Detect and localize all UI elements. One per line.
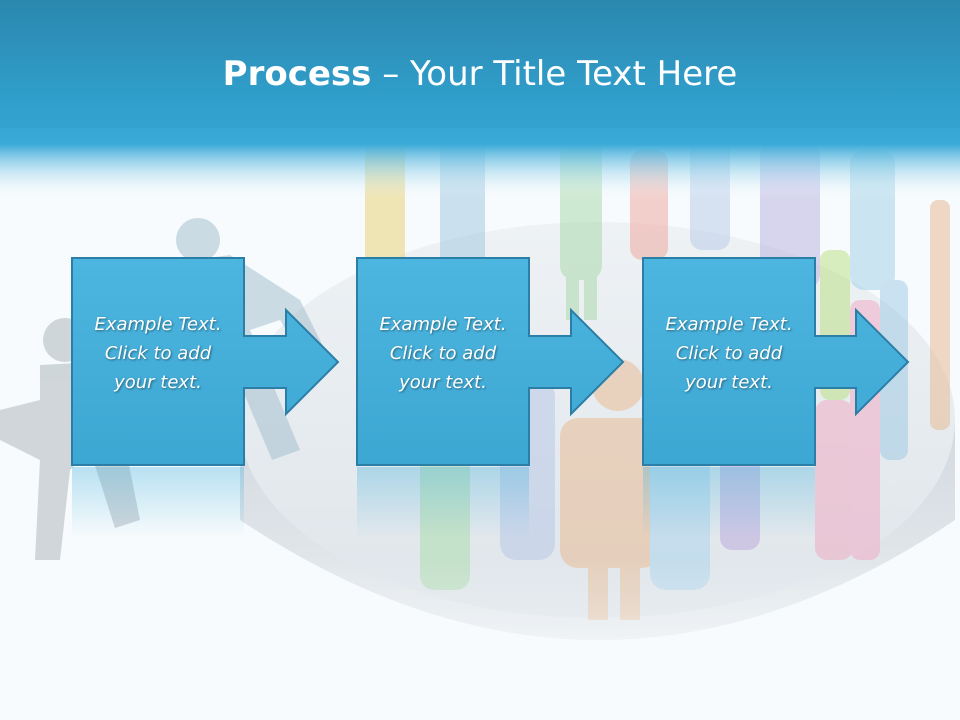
step-1-line-3: your text. bbox=[114, 372, 202, 393]
process-step-1-shape[interactable] bbox=[71, 257, 340, 537]
step-3-line-3: your text. bbox=[685, 372, 773, 393]
step-1-line-2: Click to add bbox=[104, 343, 212, 364]
process-step-2-shape[interactable] bbox=[356, 257, 625, 537]
step-1-line-1: Example Text. bbox=[94, 314, 222, 335]
process-step-3-shape[interactable] bbox=[642, 257, 910, 537]
process-step-2-text[interactable]: Example Text. Click to add your text. bbox=[357, 310, 529, 397]
step-2-line-1: Example Text. bbox=[379, 314, 507, 335]
step-2-line-2: Click to add bbox=[389, 343, 497, 364]
title-rest: Your Title Text Here bbox=[410, 54, 738, 94]
step-3-line-1: Example Text. bbox=[665, 314, 793, 335]
title-bold-part: Process bbox=[222, 54, 372, 94]
step-2-line-3: your text. bbox=[399, 372, 487, 393]
slide-title[interactable]: Process – Your Title Text Here bbox=[0, 52, 960, 96]
process-step-3-text[interactable]: Example Text. Click to add your text. bbox=[643, 310, 815, 397]
process-step-1-text[interactable]: Example Text. Click to add your text. bbox=[72, 310, 244, 397]
title-dash: – bbox=[371, 54, 411, 94]
step-3-line-2: Click to add bbox=[675, 343, 783, 364]
